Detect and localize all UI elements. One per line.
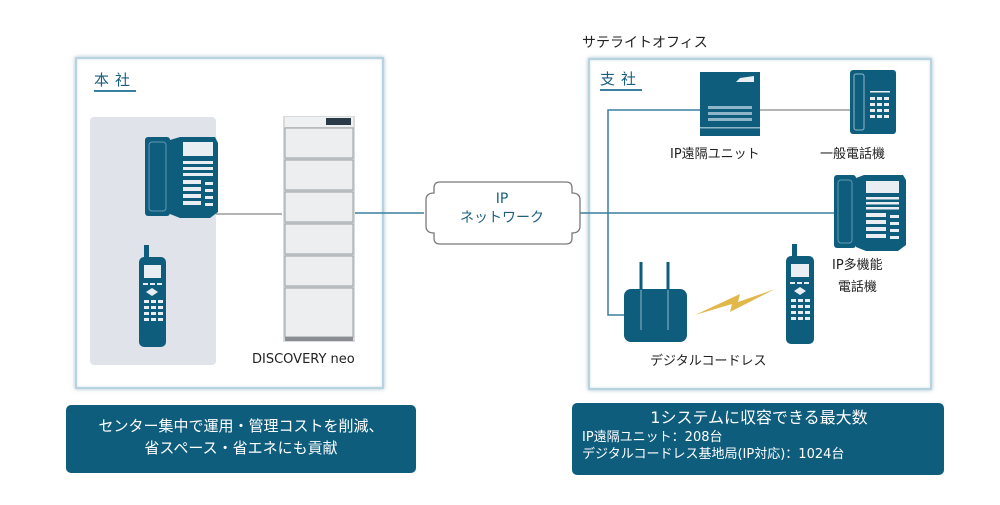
general-phone-icon: [850, 70, 896, 134]
discovery-neo-pbx-icon: [283, 116, 355, 342]
wireless-signal-icon: [695, 289, 775, 315]
ip-multifunction-phone-icon: [834, 175, 906, 251]
ip-multifunction-phone-label: IP多機能 電話機: [832, 258, 883, 295]
capacity-callout-title: 1システムに収容できる最大数: [650, 408, 868, 427]
branch-trunk-line: [607, 109, 700, 316]
branch-cordless-handset-icon: [786, 244, 814, 344]
headquarters-benefit-callout: センター集中で運用・管理コストを削減、 省スペース・省エネにも貢献: [66, 405, 416, 473]
hq-cordless-handset-icon: [139, 245, 166, 347]
ip-remote-unit-icon: [700, 72, 760, 136]
pbx-label: DISCOVERY neo: [252, 352, 355, 367]
digital-cordless-base-station-icon: [624, 262, 687, 342]
ip-remote-unit-label: IP遠隔ユニット: [670, 147, 760, 162]
capacity-cordless-base-stations: デジタルコードレス基地局(IP対応)：1024台: [582, 447, 845, 462]
hq-multifunction-phone-icon: [145, 137, 218, 218]
capacity-ip-remote-units: IP遠隔ユニット：208台: [582, 430, 723, 445]
ip-network-cloud-shape: [425, 181, 581, 245]
ip-network-label: IP ネットワーク: [460, 191, 544, 226]
branch-title: 支社: [600, 70, 643, 91]
headquarters-title: 本社: [94, 71, 137, 92]
general-phone-label: 一般電話機: [820, 147, 886, 162]
satellite-office-label: サテライトオフィス: [582, 35, 708, 51]
branch-capacity-callout: 1システムに収容できる最大数 IP遠隔ユニット：208台 デジタルコードレス基地…: [572, 403, 944, 475]
digital-cordless-label: デジタルコードレス: [650, 354, 767, 369]
